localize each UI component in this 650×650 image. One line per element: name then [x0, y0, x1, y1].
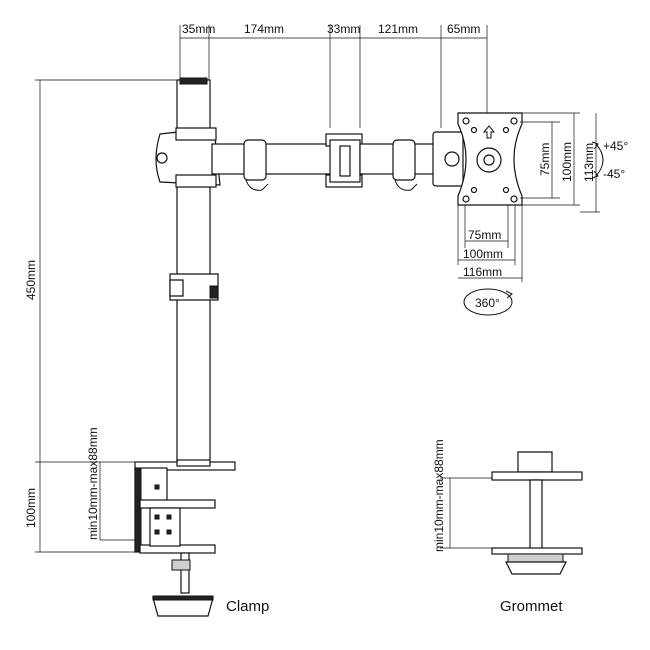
vesa-horizontal-dimensions: 75mm 100mm 116mm	[457, 205, 523, 282]
top-dimensions: 35mm 174mm 33mm 121mm 65mm	[179, 22, 488, 128]
clamp-label: Clamp	[226, 598, 269, 615]
desk-clamp: Clamp	[134, 459, 269, 617]
tilt-down-label: -45°	[603, 167, 625, 181]
grommet: min10mm-max88mm Grommet	[432, 439, 583, 615]
dim-top-4: 121mm	[378, 22, 418, 36]
dim-vesa-v-large: 100mm	[560, 142, 574, 182]
pole-height-dimension: 450mm 100mm min10mm-max88mm	[24, 79, 180, 553]
dim-vesa-h-large: 100mm	[463, 247, 503, 261]
vesa-plate	[457, 112, 523, 206]
dim-top-5: 65mm	[447, 22, 480, 36]
dim-clamp-range: min10mm-max88mm	[86, 427, 100, 540]
arm	[155, 127, 464, 191]
rotation-indicator: 360°	[463, 288, 513, 316]
dim-clamp-height: 100mm	[24, 488, 38, 528]
tilt-indicator: +45° -45°	[591, 139, 628, 181]
dim-top-1: 35mm	[182, 22, 215, 36]
dim-vesa-v-small: 75mm	[538, 143, 552, 176]
tilt-up-label: +45°	[603, 139, 628, 153]
dim-vesa-v-plate: 113mm	[582, 143, 596, 182]
vesa-vertical-dimensions: 75mm 100mm 113mm	[520, 112, 600, 213]
dim-top-3: 33mm	[327, 22, 360, 36]
rotation-label: 360°	[475, 296, 500, 310]
dim-pole-height: 450mm	[24, 260, 38, 300]
grommet-label: Grommet	[500, 598, 563, 615]
dim-top-2: 174mm	[244, 22, 284, 36]
dim-vesa-h-small: 75mm	[468, 228, 501, 242]
dim-vesa-h-plate: 116mm	[463, 265, 502, 279]
dim-grommet-range: min10mm-max88mm	[432, 439, 446, 552]
